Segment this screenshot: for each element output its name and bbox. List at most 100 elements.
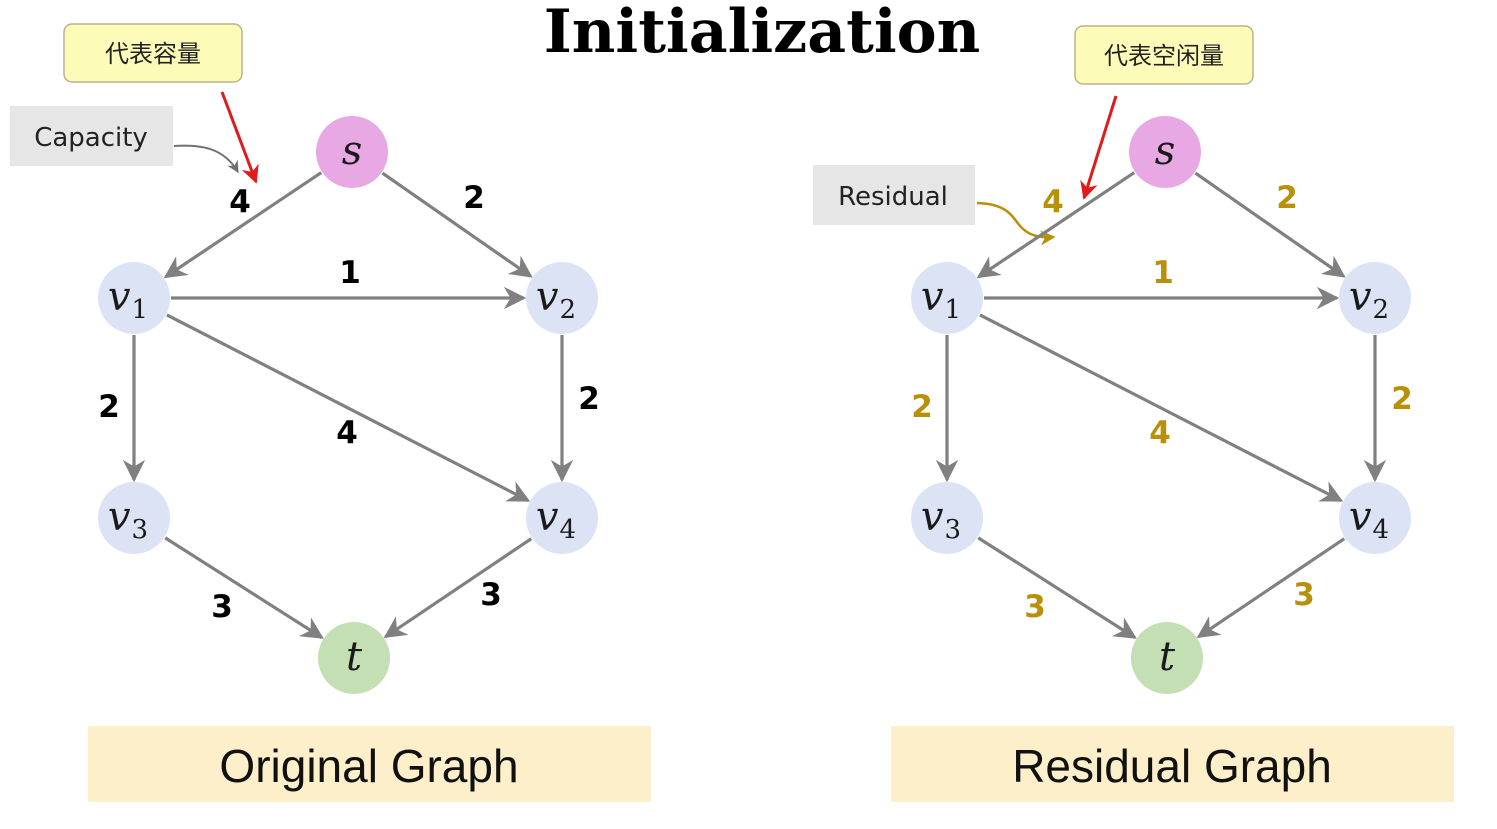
residual-node-v4-subscript: 4 (1373, 515, 1390, 545)
residual-edge-s-v1 (976, 171, 1136, 279)
original-edge-label-v1-v2: 1 (339, 255, 361, 291)
residual-callout-text: Residual (838, 182, 948, 212)
original-node-v4-subscript: 4 (560, 515, 577, 545)
capacity-callout-connector (173, 144, 239, 174)
residual-node-v2: v2 (1339, 262, 1411, 334)
original-node-s-label: s (342, 128, 363, 174)
residual-graph-caption: Residual Graph (1012, 740, 1332, 792)
original-node-v3-name: v (108, 494, 131, 540)
original-edge-label-v3-t: 3 (211, 589, 233, 625)
original-edge-label-v2-v4: 2 (578, 381, 600, 417)
original-edge-label-v4-t: 3 (480, 577, 502, 613)
capacity-callout-text: Capacity (34, 123, 148, 153)
residual-node-t-name: t (1159, 634, 1176, 680)
residual-node-v4-name: v (1349, 494, 1372, 540)
residual-edge-label-v1-v4: 4 (1149, 415, 1171, 451)
original-node-v2-circle (526, 262, 598, 334)
original-node-v1-subscript: 1 (132, 295, 149, 325)
residual-node-v3-subscript: 3 (945, 515, 962, 545)
original-node-t-label: t (346, 634, 363, 680)
residual-node-v3-name: v (921, 494, 944, 540)
residual-edge-v1-v4 (979, 313, 1344, 503)
original-node-v4: v4 (526, 482, 598, 554)
original-node-v1: v1 (98, 262, 170, 334)
original-node-t-circle (318, 622, 390, 694)
residual-node-v1-name: v (921, 274, 944, 320)
residual-node-t-label: t (1159, 634, 1176, 680)
original-node-v2-label: v2 (536, 274, 576, 325)
residual-edge-v4-t (1196, 537, 1346, 639)
residual-node-v4-label: v4 (1349, 494, 1389, 545)
original-node-v3: v3 (98, 482, 170, 554)
residual-note-box (1074, 25, 1254, 85)
capacity-note-box (63, 23, 243, 83)
original-edge-s-v2 (381, 171, 533, 278)
residual-node-v1-label: v1 (921, 274, 961, 325)
residual-edge-label-v4-t: 3 (1293, 577, 1315, 613)
residual-node-v2-circle (1339, 262, 1411, 334)
residual-node-v2-label: v2 (1349, 274, 1389, 325)
residual-callout-box (813, 165, 975, 225)
original-edge-label-s-v2: 2 (463, 180, 485, 216)
capacity-pointer-arrow (220, 91, 259, 184)
original-graph-caption-box (88, 726, 651, 802)
residual-edge-label-v1-v3: 2 (911, 389, 933, 425)
residual-node-v1-subscript: 1 (945, 295, 962, 325)
residual-node-v2-subscript: 2 (1373, 295, 1390, 325)
residual-edge-label-s-v1: 4 (1042, 184, 1064, 220)
original-edge-s-v1 (163, 171, 323, 279)
original-graph-caption: Original Graph (219, 740, 518, 792)
original-node-v1-name: v (108, 274, 131, 320)
original-edge-v3-t (164, 536, 324, 639)
residual-node-t-circle (1131, 622, 1203, 694)
original-node-v2: v2 (526, 262, 598, 334)
original-node-v4-circle (526, 482, 598, 554)
original-node-v3-subscript: 3 (132, 515, 149, 545)
residual-edge-label-v3-t: 3 (1024, 589, 1046, 625)
residual-graph-caption-box (891, 726, 1454, 802)
original-node-v3-circle (98, 482, 170, 554)
original-edge-v4-t (383, 537, 533, 639)
capacity-note-text: 代表容量 (105, 40, 201, 68)
original-node-v3-label: v3 (108, 494, 148, 545)
original-node-v2-subscript: 2 (560, 295, 577, 325)
slide-title: Initialization (544, 0, 981, 67)
original-edge-label-v1-v3: 2 (98, 389, 120, 425)
original-node-v4-name: v (536, 494, 559, 540)
residual-node-s-circle (1129, 116, 1201, 188)
original-edge-label-v1-v4: 4 (336, 415, 358, 451)
original-node-t-name: t (346, 634, 363, 680)
residual-edge-v3-t (977, 536, 1137, 639)
original-node-v2-name: v (536, 274, 559, 320)
residual-node-v3-label: v3 (921, 494, 961, 545)
original-node-t: t (318, 622, 390, 694)
residual-note-text: 代表空闲量 (1104, 42, 1224, 70)
residual-edge-label-s-v2: 2 (1276, 180, 1298, 216)
original-node-s-circle (316, 116, 388, 188)
residual-pointer-arrow (1080, 95, 1118, 200)
capacity-callout-box (10, 106, 173, 166)
residual-edge-s-v2 (1194, 171, 1346, 278)
original-node-v1-label: v1 (108, 274, 148, 325)
original-node-v1-circle (98, 262, 170, 334)
residual-node-s: s (1129, 116, 1201, 188)
residual-node-s-name: s (1155, 128, 1176, 174)
residual-node-v4: v4 (1339, 482, 1411, 554)
residual-node-t: t (1131, 622, 1203, 694)
residual-node-s-label: s (1155, 128, 1176, 174)
original-node-s: s (316, 116, 388, 188)
residual-callout-connector (976, 201, 1056, 246)
residual-node-v2-name: v (1349, 274, 1372, 320)
original-edge-label-s-v1: 4 (229, 184, 251, 220)
residual-node-v4-circle (1339, 482, 1411, 554)
residual-edge-label-v2-v4: 2 (1391, 381, 1413, 417)
residual-node-v3: v3 (911, 482, 983, 554)
residual-edge-label-v1-v2: 1 (1152, 255, 1174, 291)
residual-node-v1-circle (911, 262, 983, 334)
original-node-s-name: s (342, 128, 363, 174)
